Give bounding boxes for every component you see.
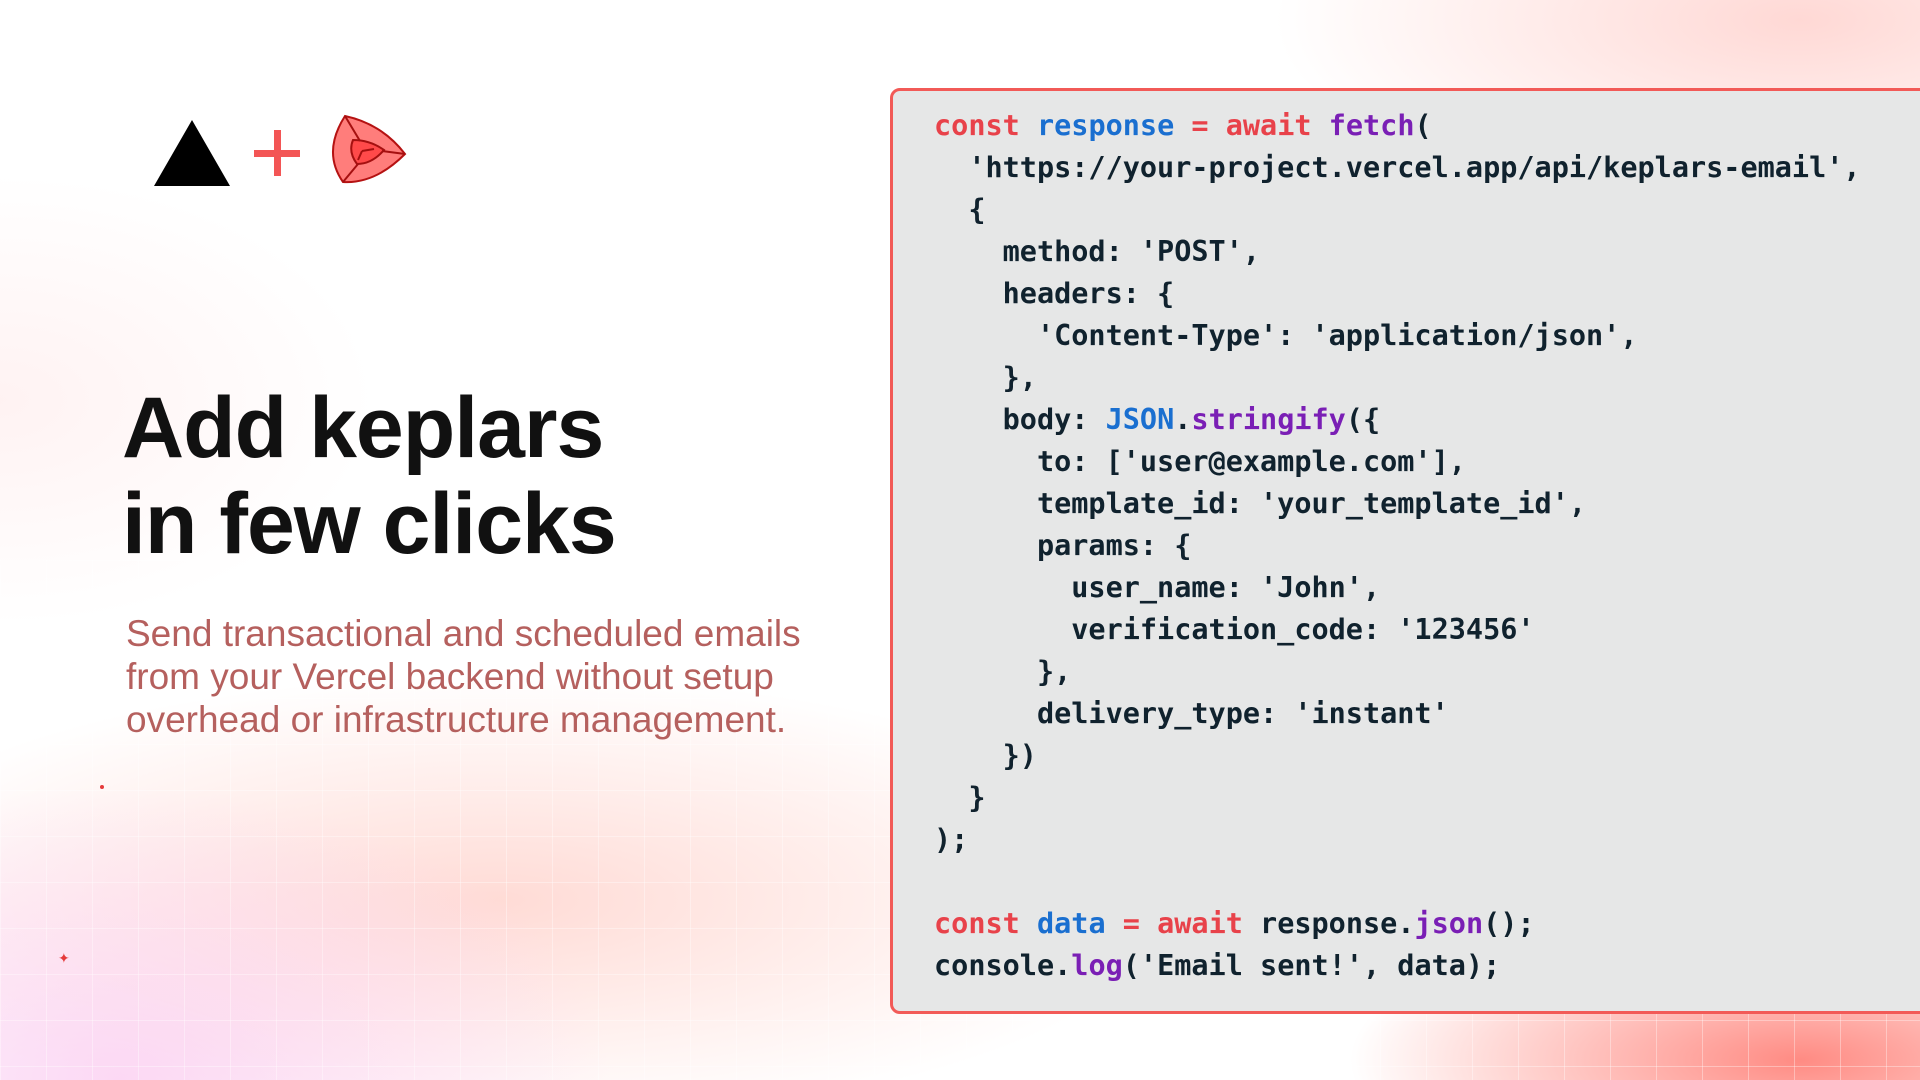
code-token: },	[934, 655, 1072, 688]
code-line: params: {	[934, 525, 1920, 567]
code-token: delivery_type: 'instant'	[934, 697, 1449, 730]
code-token: ('Email sent!', data);	[1122, 949, 1501, 982]
code-token: stringify	[1191, 403, 1346, 436]
code-token: (	[1414, 109, 1432, 142]
title-line-2: in few clicks	[122, 476, 617, 572]
code-token: fetch	[1328, 109, 1415, 142]
plus-icon	[254, 130, 300, 176]
code-token: data	[1036, 907, 1106, 940]
code-token: })	[934, 739, 1037, 772]
code-token: response.	[1242, 907, 1415, 940]
code-line: headers: {	[934, 273, 1920, 315]
code-line: to: ['user@example.com'],	[934, 441, 1920, 483]
code-line: user_name: 'John',	[934, 567, 1920, 609]
code-line	[934, 861, 1920, 903]
code-line: verification_code: '123456'	[934, 609, 1920, 651]
code-line: },	[934, 651, 1920, 693]
code-token	[1020, 907, 1037, 940]
code-token	[1312, 109, 1329, 142]
code-token: user_name: 'John',	[934, 571, 1381, 604]
code-line: })	[934, 735, 1920, 777]
keplars-logo	[332, 114, 407, 184]
code-token: json	[1414, 907, 1484, 940]
code-token: {	[934, 193, 986, 226]
code-token: await	[1157, 907, 1243, 940]
code-line: method: 'POST',	[934, 231, 1920, 273]
code-token: headers: {	[934, 277, 1175, 310]
code-token: template_id: 'your_template_id',	[934, 487, 1587, 520]
code-line: const data = await response.json();	[934, 903, 1920, 945]
code-line: delivery_type: 'instant'	[934, 693, 1920, 735]
decorative-dot	[100, 785, 104, 789]
code-line: const response = await fetch(	[934, 105, 1920, 147]
code-token: =	[1174, 109, 1226, 142]
code-token: );	[934, 823, 969, 856]
code-token: const	[934, 907, 1020, 940]
code-line: template_id: 'your_template_id',	[934, 483, 1920, 525]
code-token: 'Content-Type': 'application/json',	[934, 319, 1638, 352]
code-token: log	[1071, 949, 1123, 982]
logo-row	[150, 112, 410, 192]
code-line: 'Content-Type': 'application/json',	[934, 315, 1920, 357]
code-token: to: ['user@example.com'],	[934, 445, 1466, 478]
code-line: 'https://your-project.vercel.app/api/kep…	[934, 147, 1920, 189]
code-token: method: 'POST',	[934, 235, 1261, 268]
code-token: await	[1225, 109, 1312, 142]
code-line: {	[934, 189, 1920, 231]
code-content: const response = await fetch( 'https://y…	[934, 105, 1920, 987]
code-token: ({	[1345, 403, 1381, 436]
vercel-logo	[154, 120, 230, 186]
code-token: response	[1036, 109, 1175, 142]
code-block: const response = await fetch( 'https://y…	[890, 88, 1920, 1014]
code-line: body: JSON.stringify({	[934, 399, 1920, 441]
subtitle: Send transactional and scheduled emails …	[126, 613, 801, 740]
code-token: console.	[934, 949, 1072, 982]
code-token: }	[934, 781, 986, 814]
title-line-1: Add keplars	[122, 380, 604, 476]
code-token: =	[1105, 907, 1158, 940]
code-line: );	[934, 819, 1920, 861]
code-token: ();	[1483, 907, 1535, 940]
code-token	[1020, 109, 1037, 142]
code-token: },	[934, 361, 1037, 394]
code-line: },	[934, 357, 1920, 399]
code-line: console.log('Email sent!', data);	[934, 945, 1920, 987]
code-token: verification_code: '123456'	[934, 613, 1535, 646]
code-token: body:	[934, 403, 1106, 436]
code-token: params: {	[934, 529, 1192, 562]
sparkle-icon: ✦	[58, 950, 70, 966]
code-token: const	[934, 109, 1020, 142]
code-token: JSON	[1105, 403, 1175, 436]
code-token: 'https://your-project.vercel.app/api/kep…	[934, 151, 1861, 184]
code-token: .	[1174, 403, 1192, 436]
code-line: }	[934, 777, 1920, 819]
